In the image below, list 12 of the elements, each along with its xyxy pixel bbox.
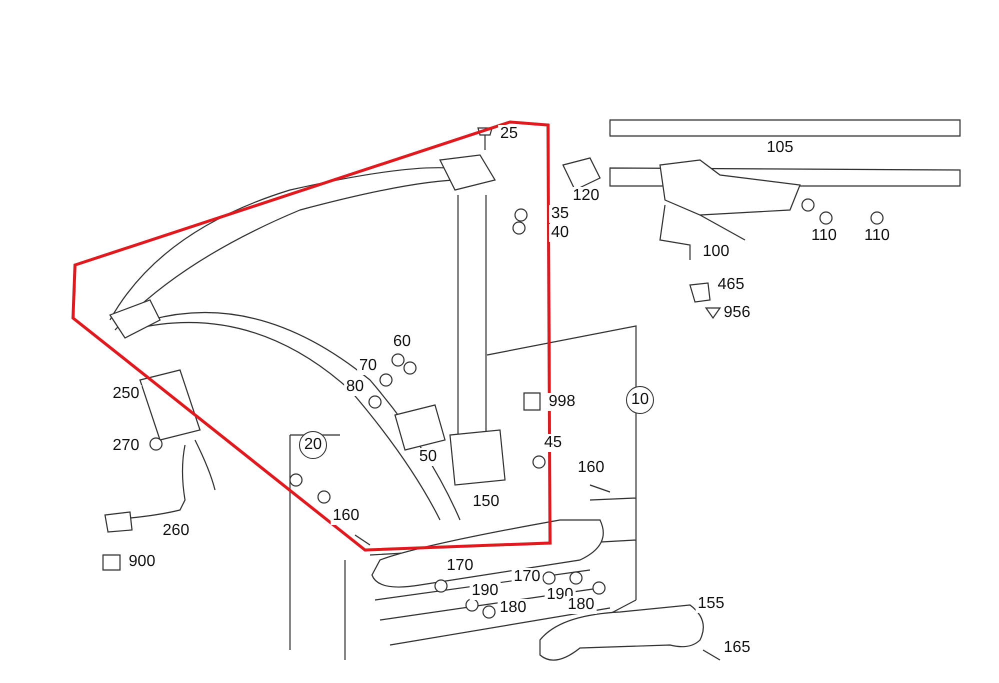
callout-number: 50 — [417, 448, 439, 466]
callout-number: 998 — [546, 393, 578, 411]
callout-number: 40 — [549, 224, 571, 242]
callout-number: 155 — [696, 595, 726, 613]
callout-number: 70 — [357, 357, 379, 375]
callout-circle: 10 — [626, 386, 654, 414]
callout-number: 35 — [549, 205, 571, 223]
callout-number: 45 — [542, 434, 564, 452]
callout-number: 160 — [330, 507, 362, 525]
callout-number: 190 — [470, 582, 500, 600]
callout-circle: 20 — [299, 431, 327, 459]
callout-number: 80 — [344, 378, 366, 396]
